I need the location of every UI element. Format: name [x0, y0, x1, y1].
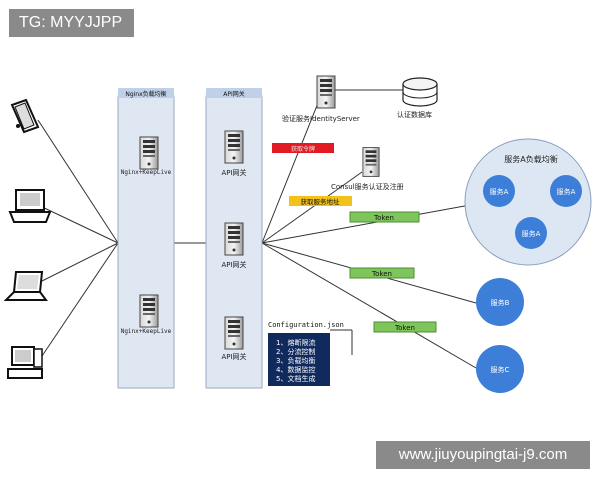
config-item-4: 4、数据监控: [276, 365, 315, 374]
nginx-node-label-1: Nginx+KeepLive: [121, 169, 172, 176]
service-a-label-3: 服务A: [522, 229, 541, 238]
nginx-server-icon-2: [139, 294, 159, 328]
api-panel-header: API网关: [223, 90, 245, 98]
service-a-label-2: 服务A: [557, 187, 576, 196]
identity-server-icon: [316, 75, 336, 109]
service-c-label: 服务C: [491, 365, 510, 374]
service-a-cluster: [464, 138, 592, 266]
laptop-icon: [3, 271, 48, 301]
api-node-label-1: API网关: [221, 168, 246, 177]
config-box: [268, 333, 330, 386]
api-node-label-2: API网关: [221, 260, 246, 269]
config-item-2: 2、分流控制: [276, 347, 315, 356]
auth-db-label: 认证数据库: [397, 110, 432, 119]
top-watermark: TG: MYYJJPP: [9, 9, 134, 37]
api-server-icon-3: [224, 316, 244, 350]
nginx-panel: Nginx负载均衡: [117, 88, 175, 389]
workstation-icon: [7, 346, 43, 379]
desktop-computer-icon: [8, 189, 52, 223]
bottom-watermark: www.jiuyoupingtai-j9.com: [376, 441, 590, 469]
fetch-address-label: 获取服务地址: [301, 197, 341, 206]
api-server-icon-1: [224, 130, 244, 164]
token-label-3: Token: [394, 324, 415, 332]
service-a-label-1: 服务A: [490, 187, 509, 196]
service-b-node: [476, 278, 524, 326]
config-item-3: 3、负载均衡: [276, 356, 315, 365]
identity-server-label: 验证服务IdentityServer: [282, 114, 360, 123]
nginx-server-icon-1: [139, 136, 159, 170]
consul-server-icon: [362, 147, 380, 177]
service-a-node-2: [550, 175, 582, 207]
service-a-node-3: [515, 217, 547, 249]
service-c-node: [476, 345, 524, 393]
fetch-token-label: 获取令牌: [291, 145, 315, 153]
config-item-1: 1、熔断限流: [276, 338, 315, 347]
service-b-label: 服务B: [491, 298, 510, 307]
config-title: Configuration.json: [268, 321, 344, 329]
token-label-1: Token: [373, 214, 394, 222]
service-a-node-1: [483, 175, 515, 207]
consul-label: Consul服务认证及注册: [331, 182, 404, 191]
api-server-icon-2: [224, 222, 244, 256]
database-icon: [402, 77, 438, 107]
nginx-panel-header: Nginx负载均衡: [125, 90, 166, 98]
cluster-title: 服务A负载均衡: [504, 154, 557, 164]
nginx-node-label-2: Nginx+KeepLive: [121, 328, 172, 335]
api-node-label-3: API网关: [221, 352, 246, 361]
config-item-5: 5、文档生成: [276, 374, 315, 383]
tablet-icon: [10, 98, 40, 134]
token-label-2: Token: [371, 270, 392, 278]
